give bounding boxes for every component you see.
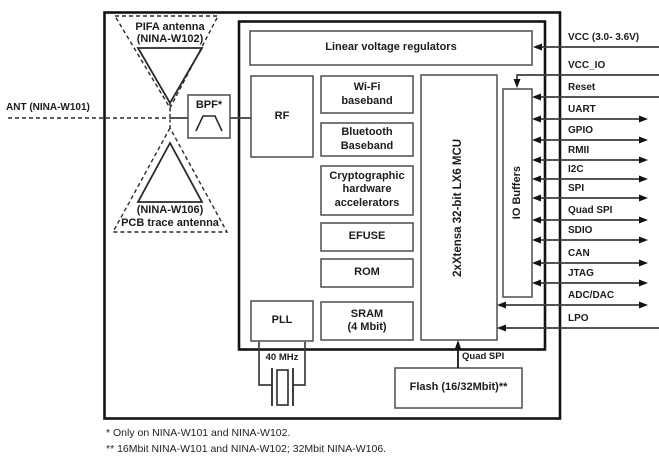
pin-label-quadspi: Quad SPI <box>568 205 613 216</box>
crypto-block: Cryptographic hardware accelerators <box>329 170 405 209</box>
pin-label-uart: UART <box>568 104 596 115</box>
mcu-box <box>420 74 498 341</box>
mcu-label: 2xXtensa 32-bit LX6 MCU <box>452 138 465 277</box>
bt-baseband-box <box>320 122 414 157</box>
rom-block: ROM <box>354 266 380 279</box>
sram-box <box>320 301 414 341</box>
pin-label-i2c: I2C <box>568 164 584 175</box>
pcb-antenna-variant: (NINA-W106) <box>136 204 204 216</box>
pll-box <box>250 300 314 342</box>
flash-bus-label: Quad SPI <box>462 351 505 362</box>
mcu-block: 2xXtensa 32-bit LX6 MCU <box>421 75 497 340</box>
rom-box <box>320 258 414 288</box>
rf-box <box>250 75 314 158</box>
pin-label-rmii: RMII <box>568 145 590 156</box>
pcb-trace-antenna-icon <box>111 126 229 233</box>
pin-label-gpio: GPIO <box>568 125 594 136</box>
pin-label-adcdac: ADC/DAC <box>568 290 615 301</box>
flash-quadspi-arrow <box>454 340 462 368</box>
pin-label-reset: Reset <box>568 82 596 93</box>
lvr-block: Linear voltage regulators <box>325 41 457 54</box>
rf-block: RF <box>274 109 290 122</box>
block-boxes <box>187 30 533 409</box>
efuse-box <box>320 222 414 252</box>
bandpass-filter-icon <box>195 115 223 132</box>
crystal-frequency-label: 40 MHz <box>265 352 299 363</box>
io-buffers-label: IO Buffers <box>510 166 523 220</box>
bpf-label: BPF* <box>195 99 223 111</box>
crystal-oscillator-icon <box>271 368 294 406</box>
pin-arrowheads <box>497 43 648 332</box>
pin-signal-lines <box>504 46 659 329</box>
crypto-box <box>320 165 414 216</box>
pin-label-lpo: LPO <box>568 313 589 324</box>
pin-label-can: CAN <box>568 248 590 259</box>
pifa-antenna-label: PIFA antenna <box>135 21 205 33</box>
pll-block: PLL <box>271 314 293 327</box>
ant-feed-dashed-line <box>8 103 171 129</box>
module-outline <box>103 11 562 420</box>
pin-label-sdio: SDIO <box>568 225 593 236</box>
lvr-box <box>249 30 533 66</box>
efuse-block: EFUSE <box>348 230 386 243</box>
io-buffers-block: IO Buffers <box>503 89 532 297</box>
crystal-wires <box>258 342 306 386</box>
bt-baseband-block: Bluetooth Baseband <box>340 126 394 152</box>
pcb-antenna-label: PCB trace antenna <box>121 217 219 229</box>
pin-label-spi: SPI <box>568 183 585 194</box>
pifa-antenna-icon <box>113 15 220 110</box>
pifa-antenna-variant: (NINA-W102) <box>136 33 204 45</box>
chip-outline <box>237 20 547 351</box>
wifi-baseband-block: Wi-Fi baseband <box>341 81 393 107</box>
sram-block: SRAM (4 Mbit) <box>347 307 387 333</box>
io-buffers-box <box>502 88 533 298</box>
footnote-2: ** 16Mbit NINA-W101 and NINA-W102; 32Mbi… <box>106 443 387 455</box>
footnote-1: * Only on NINA-W101 and NINA-W102. <box>106 427 291 439</box>
ant-label: ANT (NINA-W101) <box>6 102 90 113</box>
wifi-baseband-box <box>320 75 414 114</box>
pin-label-vcc-io: VCC_IO <box>568 60 606 71</box>
flash-box <box>394 367 523 409</box>
pin-label-jtag: JTAG <box>568 268 594 279</box>
flash-block: Flash (16/32Mbit)** <box>409 381 508 394</box>
pin-label-vcc: VCC (3.0- 3.6V) <box>568 32 640 43</box>
